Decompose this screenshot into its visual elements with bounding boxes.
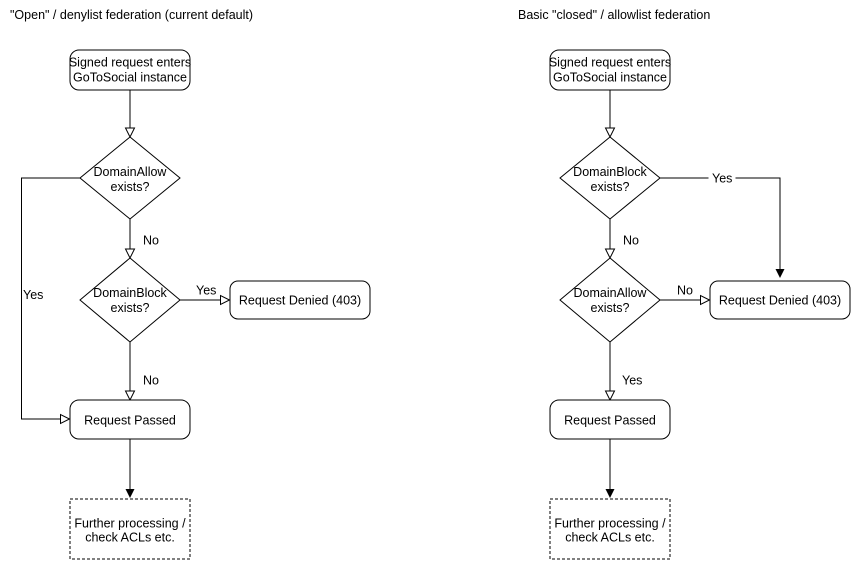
left-edge-decision2-yes: Yes (180, 284, 231, 306)
right-edge-passed-to-further (605, 439, 615, 498)
right-edge-decision1-yes-label: Yes (712, 172, 732, 186)
right-further-node-label-line1: Further processing / (554, 517, 666, 531)
left-decision1-label-line2: exists? (111, 180, 150, 194)
right-decision1-domainblock: DomainBlock exists? (559, 136, 661, 220)
right-denied-node-label: Request Denied (403) (719, 294, 841, 308)
solid-arrowhead-icon (605, 489, 615, 498)
left-edge-decision2-no: No (124, 342, 159, 402)
right-further-node-label-line2: check ACLs etc. (565, 531, 655, 545)
left-decision2-diamond (79, 257, 181, 343)
left-passed-node-label: Request Passed (84, 414, 176, 428)
left-decision1-label-line1: DomainAllow (94, 165, 168, 179)
right-edge-decision1-no-label: No (623, 234, 639, 248)
left-further-node-label-line1: Further processing / (74, 517, 186, 531)
left-denied-node: Request Denied (403) (229, 280, 371, 320)
left-decision2-domainblock: DomainBlock exists? (79, 257, 181, 343)
left-start-node-label-line2: GoToSocial instance (73, 71, 187, 85)
left-edge-passed-to-further (125, 439, 135, 498)
right-passed-node: Request Passed (549, 399, 671, 440)
right-further-node: Further processing / check ACLs etc. (549, 498, 671, 560)
right-decision2-diamond (559, 257, 661, 343)
connector-line (21, 177, 80, 420)
right-decision2-domainallow: DomainAllow exists? (559, 257, 661, 343)
left-start-node: Signed request enters GoToSocial instanc… (69, 49, 191, 91)
open-arrowhead-icon (60, 413, 71, 425)
solid-arrowhead-icon (775, 269, 785, 278)
open-arrowhead-icon (124, 248, 136, 260)
open-arrowhead-icon (604, 248, 616, 260)
right-diagram: Basic "closed" / allowlist federation Si… (518, 8, 851, 560)
right-decision2-label-line1: DomainAllow (574, 286, 648, 300)
right-edge-decision2-no-label: No (677, 284, 693, 298)
left-edge-decision1-no-label: No (143, 234, 159, 248)
left-decision2-label-line2: exists? (111, 301, 150, 315)
edge-label-background (708, 171, 736, 184)
right-further-node-box (549, 498, 671, 560)
right-edge-decision2-yes: Yes (604, 342, 642, 402)
right-denied-node-box (709, 280, 851, 320)
right-edge-decision2-no: No (660, 284, 711, 306)
open-arrowhead-icon (124, 127, 136, 139)
left-diagram: "Open" / denylist federation (current de… (10, 8, 371, 560)
left-passed-node: Request Passed (69, 399, 191, 440)
right-edge-start-to-decision1 (604, 90, 616, 139)
right-start-node-label-line1: Signed request enters (549, 56, 671, 70)
right-edge-decision1-yes: Yes (660, 171, 785, 278)
open-arrowhead-icon (604, 390, 616, 402)
left-edge-decision2-no-label: No (143, 374, 159, 388)
left-further-node-box (69, 498, 191, 560)
left-edge-start-to-decision1 (124, 90, 136, 139)
left-denied-node-box (229, 280, 371, 320)
right-decision2-label-line2: exists? (591, 301, 630, 315)
left-decision1-domainallow: DomainAllow exists? (79, 136, 181, 220)
open-arrowhead-icon (604, 127, 616, 139)
open-arrowhead-icon (124, 390, 136, 402)
right-start-node-label-line2: GoToSocial instance (553, 71, 667, 85)
left-start-node-label-line1: Signed request enters (69, 56, 191, 70)
right-decision1-label-line2: exists? (591, 180, 630, 194)
right-edge-decision1-no: No (604, 219, 639, 260)
left-denied-node-label: Request Denied (403) (239, 294, 361, 308)
left-edge-decision1-yes: Yes (21, 177, 80, 425)
left-decision2-label-line1: DomainBlock (93, 286, 167, 300)
open-arrowhead-icon (700, 294, 711, 306)
left-further-node-label-line2: check ACLs etc. (85, 531, 175, 545)
left-edge-decision1-yes-label: Yes (23, 288, 43, 302)
right-diagram-title: Basic "closed" / allowlist federation (518, 8, 710, 22)
right-denied-node: Request Denied (403) (709, 280, 851, 320)
solid-arrowhead-icon (125, 489, 135, 498)
right-start-node: Signed request enters GoToSocial instanc… (549, 49, 671, 91)
left-further-node: Further processing / check ACLs etc. (69, 498, 191, 560)
right-passed-node-label: Request Passed (564, 414, 656, 428)
right-decision1-label-line1: DomainBlock (573, 165, 647, 179)
right-edge-decision2-yes-label: Yes (622, 374, 642, 388)
left-diagram-title: "Open" / denylist federation (current de… (10, 8, 253, 22)
left-edge-decision1-no: No (124, 219, 159, 260)
open-arrowhead-icon (220, 294, 231, 306)
connector-line (660, 177, 781, 270)
left-edge-decision2-yes-label: Yes (196, 284, 216, 298)
